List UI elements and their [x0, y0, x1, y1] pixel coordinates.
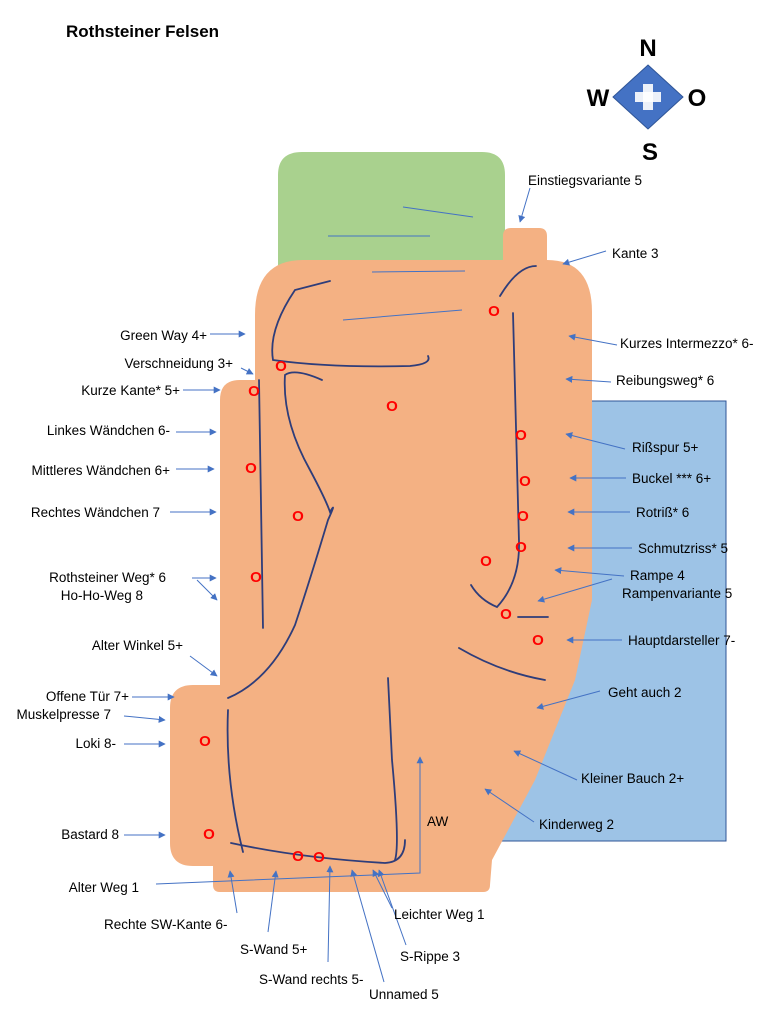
bolt-marker: O [245, 460, 257, 477]
route-label: Kurzes Intermezzo* 6- [620, 336, 754, 351]
route-label: Verschneidung 3+ [125, 356, 234, 371]
rock-area [170, 228, 592, 892]
route-label: Buckel *** 6+ [632, 471, 711, 486]
route-label: Schmutzriss* 5 [638, 541, 728, 556]
page-title: Rothsteiner Felsen [66, 22, 219, 41]
bolt-marker: O [519, 473, 531, 490]
bolt-marker: O [517, 508, 529, 525]
route-label: Muskelpresse 7 [16, 707, 111, 722]
route-label: Loki 8- [75, 736, 116, 751]
route-label: Offene Tür 7+ [46, 689, 129, 704]
bolt-marker: O [386, 398, 398, 415]
route-label: Hauptdarsteller 7- [628, 633, 735, 648]
compass-east: O [688, 85, 707, 112]
bolt-marker: O [515, 427, 527, 444]
route-label: Kinderweg 2 [539, 817, 614, 832]
route-label: Rechte SW-Kante 6- [104, 917, 228, 932]
bolt-marker: O [199, 733, 211, 750]
route-labels: Einstiegsvariante 5 Kante 3 Kurzes Inter… [16, 173, 753, 1002]
route-label: Rothsteiner Weg* 6 [49, 570, 166, 585]
route-label: S-Wand rechts 5- [259, 972, 364, 987]
route-lines [226, 265, 549, 864]
route-label: Geht auch 2 [608, 685, 682, 700]
bolt-marker: O [248, 383, 260, 400]
bolt-marker: O [292, 508, 304, 525]
route-label: Green Way 4+ [120, 328, 207, 343]
compass-icon: N S W O [587, 35, 707, 166]
bolt-marker: O [532, 632, 544, 649]
route-label: Kante 3 [612, 246, 659, 261]
route-label: Unnamed 5 [369, 987, 439, 1002]
route-label: Reibungsweg* 6 [616, 373, 714, 388]
route-label: Rampe 4 [630, 568, 685, 583]
route-label: Mittleres Wändchen 6+ [32, 463, 171, 478]
bolt-marker: O [250, 569, 262, 586]
route-label: Kurze Kante* 5+ [81, 383, 180, 398]
compass-south: S [642, 139, 658, 166]
route-label: Rißspur 5+ [632, 440, 699, 455]
bolt-marker: O [292, 848, 304, 865]
route-label: Alter Weg 1 [69, 880, 139, 895]
bolt-marker: O [313, 849, 325, 866]
bolts: O O O O O O O O O O O O O O O O O O [199, 303, 544, 866]
vegetation-area [278, 152, 505, 275]
route-label: Bastard 8 [61, 827, 119, 842]
route-label: Ho-Ho-Weg 8 [61, 588, 143, 603]
bolt-marker: O [515, 539, 527, 556]
route-arrows [123, 187, 632, 983]
route-label: Linkes Wändchen 6- [47, 423, 170, 438]
bolt-marker: O [488, 303, 500, 320]
route-label: S-Wand 5+ [240, 942, 308, 957]
route-label: Rechtes Wändchen 7 [31, 505, 160, 520]
bolt-marker: O [500, 606, 512, 623]
bolt-marker: O [480, 553, 492, 570]
bolt-marker: O [275, 358, 287, 375]
route-label: Rampenvariante 5 [622, 586, 732, 601]
compass-north: N [639, 35, 656, 62]
route-label: Leichter Weg 1 [394, 907, 485, 922]
guide-lines [328, 206, 474, 321]
compass-west: W [587, 85, 610, 112]
area-label-aw: AW [427, 814, 449, 829]
bolt-marker: O [203, 826, 215, 843]
route-label: Alter Winkel 5+ [92, 638, 183, 653]
route-label: Einstiegsvariante 5 [528, 173, 642, 188]
route-label: S-Rippe 3 [400, 949, 460, 964]
route-label: Kleiner Bauch 2+ [581, 771, 684, 786]
route-label: Rotriß* 6 [636, 505, 689, 520]
